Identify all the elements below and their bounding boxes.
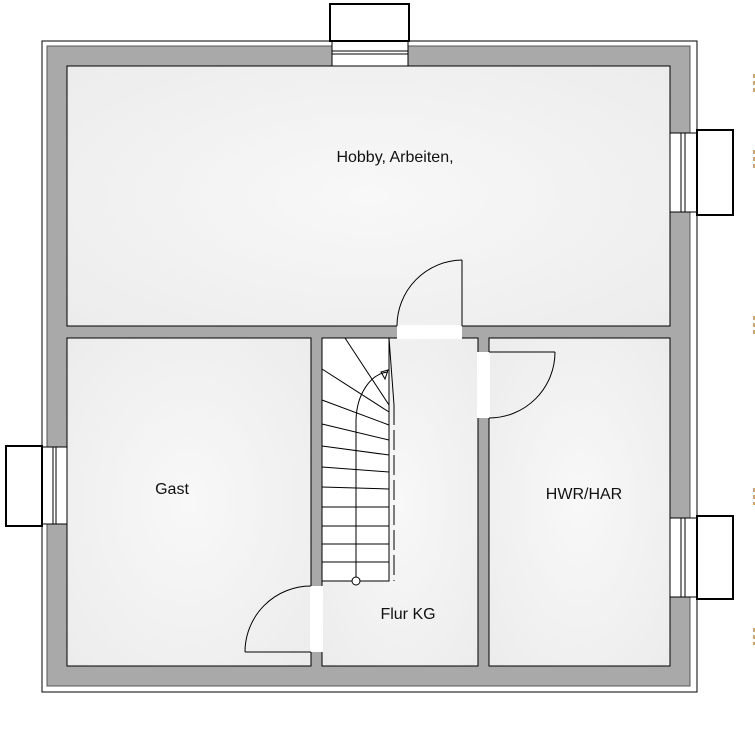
room-label-hobby: Hobby, Arbeiten, bbox=[336, 149, 453, 166]
room-label-gast: Gast bbox=[155, 481, 189, 498]
door-gast[interactable] bbox=[244, 585, 312, 653]
room-gast bbox=[66, 337, 312, 667]
window-right-bottom bbox=[669, 515, 734, 600]
staircase bbox=[321, 337, 395, 586]
room-hobby bbox=[66, 65, 671, 327]
window-right-top bbox=[669, 129, 734, 216]
window-left bbox=[5, 445, 68, 527]
door-hobby[interactable] bbox=[396, 259, 463, 327]
window-top bbox=[329, 3, 410, 67]
room-label-flur: Flur KG bbox=[380, 606, 435, 623]
room-label-hwr: HWR/HAR bbox=[546, 486, 622, 503]
door-hwr[interactable] bbox=[488, 351, 556, 419]
door-opening-hobby bbox=[397, 325, 462, 339]
door-opening-gast bbox=[310, 586, 323, 652]
room-hwr bbox=[488, 337, 671, 667]
arrow-icon bbox=[380, 369, 389, 381]
door-opening-hwr bbox=[477, 352, 490, 418]
